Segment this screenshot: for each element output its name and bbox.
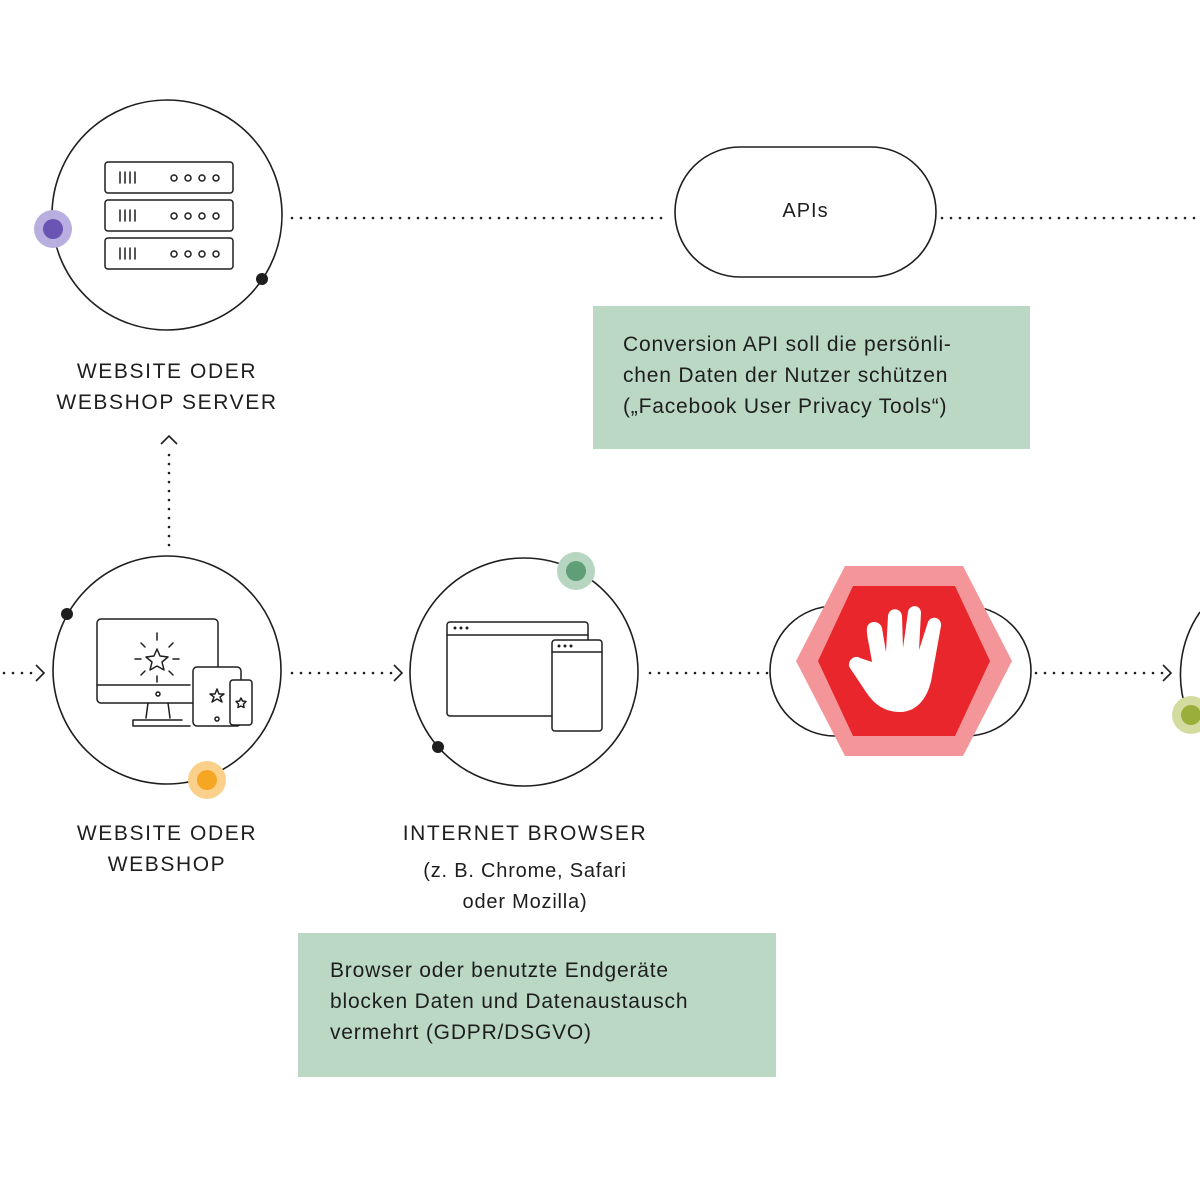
browser-windows-icon bbox=[446, 621, 603, 732]
apis-pill bbox=[674, 146, 937, 278]
webshop-label: WEBSITE ODER WEBSHOP bbox=[76, 822, 258, 876]
orbit-dot bbox=[256, 273, 268, 285]
browser-label: INTERNET BROWSER bbox=[402, 822, 648, 845]
orbit-dot bbox=[432, 741, 444, 753]
browser-block-note: Browser oder benutzte Endgeräte blocken … bbox=[298, 933, 776, 1077]
blocker-node bbox=[769, 566, 1032, 756]
server-rack-icon bbox=[104, 161, 234, 270]
orbit-dot bbox=[61, 608, 73, 620]
devices-icon bbox=[96, 618, 253, 727]
stop-hand-icon bbox=[848, 606, 942, 712]
browser-sublabel: (z. B. Chrome, Safari oder Mozilla) bbox=[423, 860, 627, 913]
partial-right-node bbox=[1172, 611, 1200, 734]
arrow-right-icon bbox=[1162, 664, 1173, 682]
arrow-up-icon bbox=[160, 434, 178, 445]
webshop-node bbox=[52, 555, 282, 799]
conversion-api-note: Conversion API soll die persönli- chen D… bbox=[593, 306, 1030, 449]
arrow-right-icon bbox=[393, 664, 404, 682]
arrow-right-icon bbox=[35, 664, 46, 682]
browser-node bbox=[409, 552, 639, 787]
apis-label: APIs bbox=[782, 200, 829, 222]
server-node bbox=[34, 99, 283, 331]
server-label: WEBSITE ODER WEBSHOP SERVER bbox=[56, 360, 278, 414]
